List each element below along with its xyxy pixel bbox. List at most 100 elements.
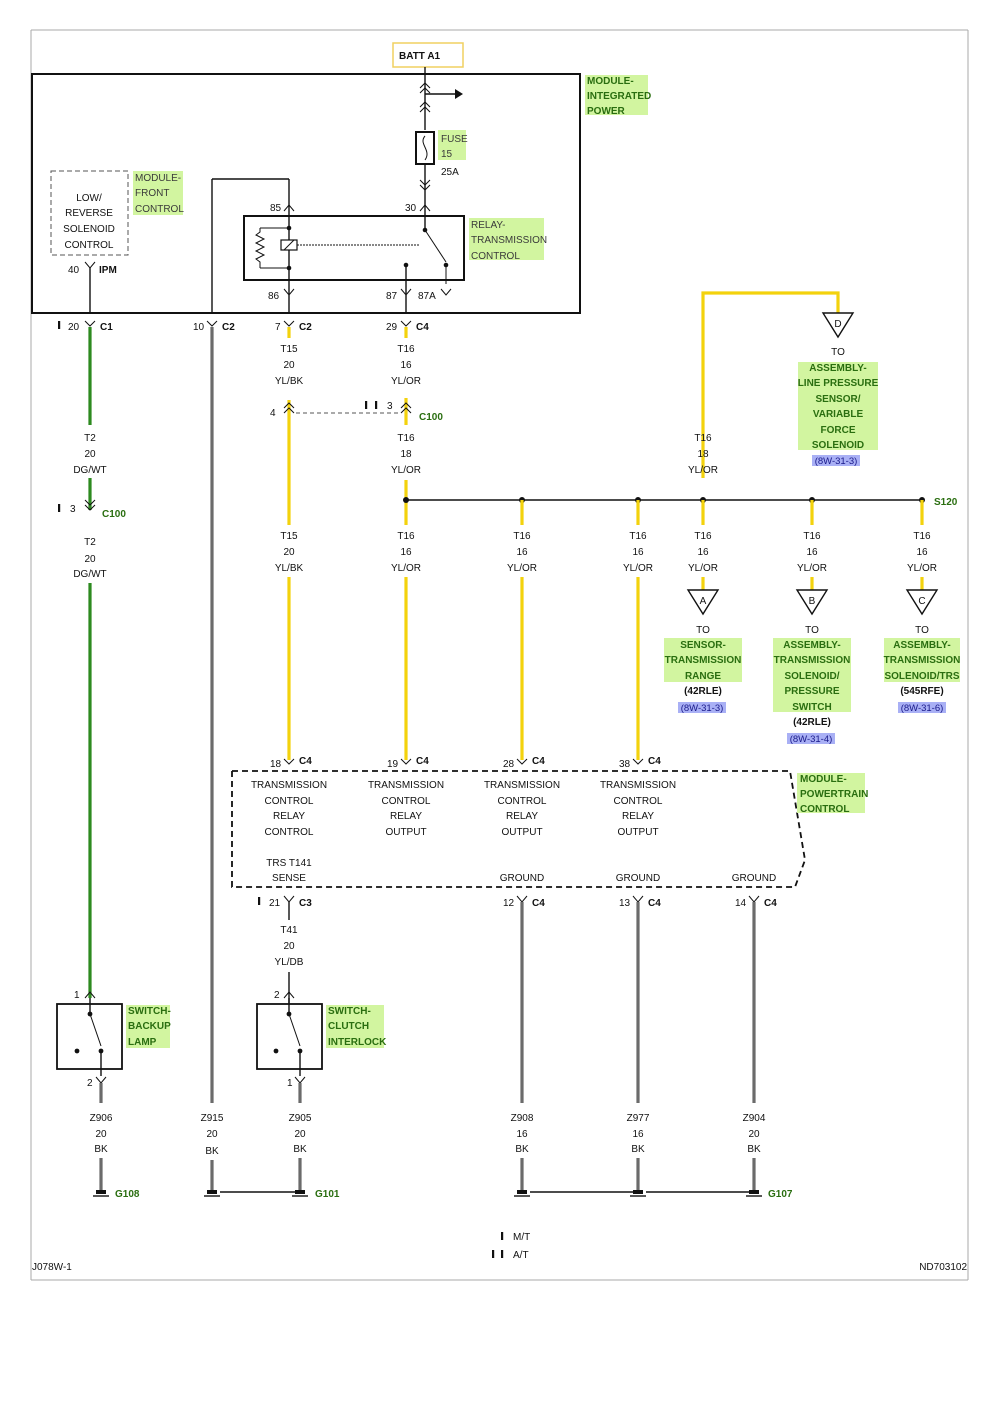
svg-text:SWITCH: SWITCH: [792, 702, 831, 713]
svg-text:16: 16: [516, 1129, 528, 1140]
relay-label: RELAY- TRANSMISSION CONTROL: [469, 218, 547, 262]
svg-text:TO: TO: [831, 347, 845, 358]
svg-text:20: 20: [95, 1129, 107, 1140]
svg-text:B: B: [809, 596, 816, 607]
svg-text:C4: C4: [648, 756, 661, 767]
relay-box: [243, 215, 465, 281]
svg-text:LINE PRESSURE: LINE PRESSURE: [798, 378, 879, 389]
svg-text:T2: T2: [84, 433, 96, 444]
svg-text:M/T: M/T: [513, 1232, 530, 1243]
svg-text:BATT A1: BATT A1: [399, 51, 441, 62]
svg-text:YL/OR: YL/OR: [507, 563, 537, 574]
svg-text:T15: T15: [280, 344, 298, 355]
svg-text:ASSEMBLY-: ASSEMBLY-: [809, 363, 866, 374]
connector-row: 20 C1 10 C2 7 C2 29 C4: [58, 320, 429, 333]
svg-text:TRANSMISSION: TRANSMISSION: [471, 235, 547, 246]
svg-text:A/T: A/T: [513, 1250, 529, 1261]
svg-text:TRANSMISSION: TRANSMISSION: [368, 780, 444, 791]
svg-text:YL/OR: YL/OR: [907, 563, 937, 574]
svg-text:C100: C100: [102, 509, 126, 520]
svg-text:18: 18: [697, 449, 709, 460]
svg-text:CONTROL: CONTROL: [265, 796, 314, 807]
svg-text:87: 87: [386, 291, 398, 302]
svg-text:T16: T16: [397, 433, 415, 444]
svg-text:BK: BK: [515, 1144, 529, 1155]
svg-text:3: 3: [70, 504, 76, 515]
lower-wire-labels: T15 20 YL/BK T16 16 YL/OR T16 16 YL/OR T…: [275, 531, 937, 574]
svg-text:YL/DB: YL/DB: [275, 957, 304, 968]
svg-text:BK: BK: [94, 1144, 108, 1155]
svg-text:TO: TO: [915, 625, 929, 636]
svg-text:4: 4: [270, 408, 276, 419]
svg-text:RELAY: RELAY: [390, 811, 422, 822]
svg-text:C4: C4: [416, 756, 429, 767]
svg-text:Z904: Z904: [743, 1113, 766, 1124]
svg-text:12: 12: [503, 898, 515, 909]
svg-text:20: 20: [283, 547, 295, 558]
svg-text:16: 16: [632, 547, 644, 558]
arrow-right-icon: [455, 89, 463, 99]
svg-text:GROUND: GROUND: [500, 873, 544, 884]
fuse-label: FUSE 15 25A: [438, 130, 468, 178]
svg-text:RELAY: RELAY: [622, 811, 654, 822]
svg-text:C: C: [918, 596, 925, 607]
svg-text:20: 20: [84, 554, 96, 565]
svg-text:BK: BK: [205, 1146, 219, 1157]
svg-text:INTEGRATED: INTEGRATED: [587, 91, 651, 102]
svg-text:T41: T41: [280, 925, 298, 936]
svg-text:MODULE-: MODULE-: [800, 774, 847, 785]
svg-text:FRONT: FRONT: [135, 188, 169, 199]
svg-text:20: 20: [283, 941, 295, 952]
destination-c: C TO ASSEMBLY- TRANSMISSION SOLENOID/TRS…: [884, 589, 960, 714]
svg-text:14: 14: [735, 898, 747, 909]
svg-text:TRANSMISSION: TRANSMISSION: [774, 655, 851, 666]
svg-text:(545RFE): (545RFE): [900, 686, 943, 697]
svg-text:ASSEMBLY-: ASSEMBLY-: [783, 640, 840, 651]
svg-text:BK: BK: [747, 1144, 761, 1155]
svg-text:Z905: Z905: [289, 1113, 312, 1124]
svg-text:3: 3: [387, 401, 393, 412]
ipm-label: MODULE- INTEGRATED POWER: [585, 75, 651, 117]
svg-text:CONTROL: CONTROL: [135, 204, 184, 215]
ref-link-a[interactable]: (8W-31-3): [681, 703, 724, 714]
ref-link-b[interactable]: (8W-31-4): [790, 734, 833, 745]
svg-text:2: 2: [274, 990, 280, 1001]
ref-link-c[interactable]: (8W-31-6): [901, 703, 944, 714]
svg-text:FUSE: FUSE: [441, 134, 468, 145]
svg-text:16: 16: [400, 360, 412, 371]
svg-text:T16: T16: [513, 531, 531, 542]
switch-backup-lamp: 1 SWITCH- BACKUP LAMP 2: [56, 990, 171, 1089]
svg-text:T16: T16: [397, 344, 415, 355]
svg-text:LAMP: LAMP: [128, 1037, 157, 1048]
relay-coil-icon: [254, 225, 298, 271]
svg-text:CONTROL: CONTROL: [498, 796, 547, 807]
svg-text:IPM: IPM: [99, 265, 117, 276]
svg-text:DG/WT: DG/WT: [73, 569, 106, 580]
svg-text:16: 16: [516, 547, 528, 558]
svg-text:C4: C4: [532, 756, 545, 767]
svg-text:20: 20: [206, 1129, 218, 1140]
svg-text:20: 20: [68, 322, 80, 333]
svg-text:SOLENOID: SOLENOID: [63, 224, 115, 235]
svg-text:1: 1: [74, 990, 80, 1001]
svg-text:OUTPUT: OUTPUT: [385, 827, 426, 838]
svg-text:85: 85: [270, 203, 282, 214]
svg-text:S120: S120: [934, 497, 958, 508]
svg-text:29: 29: [386, 322, 398, 333]
svg-text:16: 16: [400, 547, 412, 558]
svg-text:C2: C2: [222, 322, 235, 333]
svg-text:T16: T16: [694, 531, 712, 542]
svg-text:C3: C3: [299, 898, 312, 909]
svg-text:7: 7: [275, 322, 281, 333]
svg-text:30: 30: [405, 203, 417, 214]
ipm-box: [31, 73, 581, 314]
svg-text:LOW/: LOW/: [76, 193, 102, 204]
svg-text:(42RLE): (42RLE): [684, 686, 722, 697]
batt-a1-label: BATT A1: [392, 42, 464, 68]
ref-link-d[interactable]: (8W-31-3): [815, 456, 858, 467]
svg-text:YL/OR: YL/OR: [688, 563, 718, 574]
svg-text:18: 18: [270, 759, 282, 770]
svg-text:ASSEMBLY-: ASSEMBLY-: [893, 640, 950, 651]
svg-text:YL/BK: YL/BK: [275, 376, 304, 387]
svg-text:SENSOR/: SENSOR/: [815, 394, 860, 405]
